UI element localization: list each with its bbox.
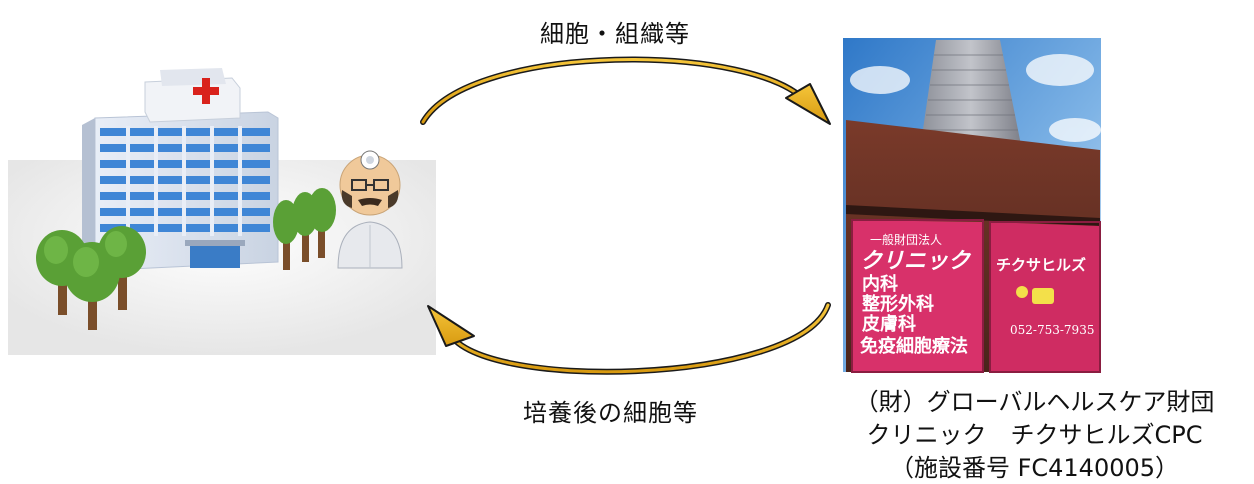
- hospital-illustration: [8, 68, 436, 355]
- sign-brand: チクサヒルズ: [996, 256, 1086, 274]
- sign-phone: 052-753-7935: [1010, 323, 1094, 337]
- sign-dept-4: 免疫細胞療法: [860, 335, 968, 357]
- hospital-building: [82, 68, 279, 271]
- facility-name-line: （財）グローバルヘルスケア財団: [854, 388, 1215, 416]
- clinic-photo: [843, 38, 1101, 373]
- arrow-top-label: 細胞・組織等: [540, 20, 690, 48]
- sign-dept-3: 皮膚科: [862, 313, 916, 335]
- sign-dept-2: 整形外科: [861, 293, 934, 315]
- facility-number-line: （施設番号 FC4140005）: [889, 454, 1180, 482]
- sign-org: 一般財団法人: [870, 232, 942, 247]
- facility-caption: （財）グローバルヘルスケア財団 クリニック チクサヒルズCPC （施設番号 FC…: [812, 386, 1254, 484]
- facility-cpc-line: クリニック チクサヒルズCPC: [866, 421, 1203, 449]
- arrow-to-hospital: [427, 302, 831, 375]
- arrow-to-clinic: [420, 56, 831, 125]
- sign-dept-1: 内科: [862, 273, 898, 295]
- arrow-bottom-label: 培養後の細胞等: [523, 399, 698, 427]
- tree-cluster: [36, 188, 336, 330]
- sign-text: 一般財団法人 クリニック 内科 整形外科 皮膚科 免疫細胞療法 チクサヒルズ 0…: [860, 232, 1094, 357]
- sign-clinic: クリニック: [860, 248, 972, 274]
- doctor-figure: [337, 150, 403, 269]
